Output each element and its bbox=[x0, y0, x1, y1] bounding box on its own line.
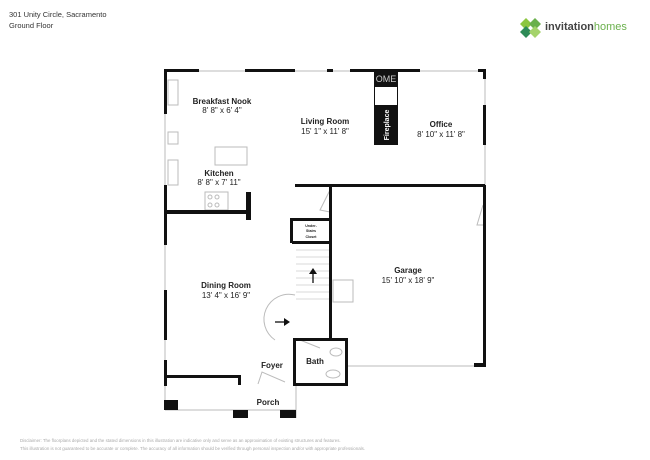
room-dims-garage: 15' 10" x 18' 9" bbox=[382, 276, 435, 285]
room-dims-kitchen: 8' 8" x 7' 11" bbox=[197, 178, 240, 187]
room-dims-breakfast-nook: 8' 8" x 6' 4" bbox=[202, 106, 242, 115]
address: 301 Unity Circle, Sacramento bbox=[9, 10, 107, 19]
logo-word-1: invitation bbox=[545, 21, 594, 33]
disclaimer-line-2: This illustration is not guaranteed to b… bbox=[20, 446, 366, 451]
room-dims-office: 8' 10" x 11' 8" bbox=[417, 130, 465, 139]
room-name-office: Office bbox=[430, 120, 453, 129]
closet-label-3: Closet bbox=[306, 235, 318, 239]
logo-word-2: homes bbox=[593, 21, 627, 33]
fireplace-top-label: OME bbox=[376, 74, 397, 84]
fireplace: OME Fireplace bbox=[374, 70, 398, 145]
closet-label-1: Under- bbox=[305, 224, 317, 228]
staircase bbox=[296, 249, 330, 300]
fireplace-label: Fireplace bbox=[384, 110, 391, 141]
room-name-living-room: Living Room bbox=[301, 117, 349, 126]
room-dims-living-room: 15' 1" x 11' 8" bbox=[301, 127, 349, 136]
stair-arrows-icon bbox=[275, 268, 317, 326]
room-name-dining-room: Dining Room bbox=[201, 281, 251, 290]
disclaimer-line-1: Disclaimer: The floorplans depicted and … bbox=[20, 438, 341, 443]
room-name-bath: Bath bbox=[306, 357, 324, 366]
room-name-foyer: Foyer bbox=[261, 361, 283, 370]
room-name-breakfast-nook: Breakfast Nook bbox=[193, 97, 252, 106]
floor-label: Ground Floor bbox=[9, 21, 54, 30]
walls bbox=[164, 69, 486, 418]
invitation-homes-logo: invitationhomes bbox=[518, 16, 643, 40]
closet-label-2: Stairs bbox=[306, 229, 316, 233]
room-name-kitchen: Kitchen bbox=[204, 169, 233, 178]
room-name-porch: Porch bbox=[257, 398, 280, 407]
room-dims-dining-room: 13' 4" x 16' 9" bbox=[202, 291, 250, 300]
room-name-garage: Garage bbox=[394, 266, 422, 275]
logo-mark-icon bbox=[520, 18, 541, 38]
